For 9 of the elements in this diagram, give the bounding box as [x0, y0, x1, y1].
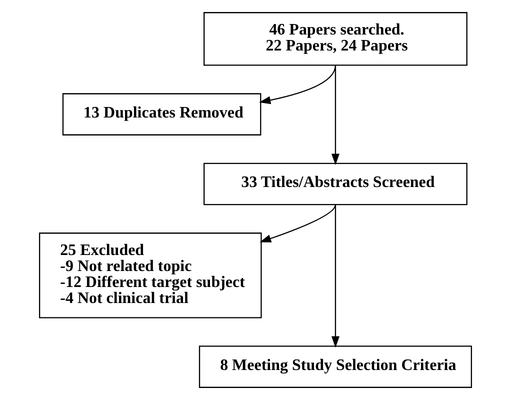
node-box: 13 Duplicates Removed [62, 93, 261, 136]
node-box: 46 Papers searched. 22 Papers, 24 Papers [203, 12, 467, 66]
node-box: 8 Meeting Study Selection Criteria [198, 346, 472, 388]
arrow [259, 204, 336, 242]
arrow [330, 65, 339, 166]
node-box: 33 Titles/Abstracts Screened [203, 162, 467, 206]
arrow [258, 65, 336, 104]
arrow [330, 204, 339, 348]
node-box: 25 Excluded -9 Not related topic -12 Different target subject -4 Not clinical trial [38, 232, 262, 318]
